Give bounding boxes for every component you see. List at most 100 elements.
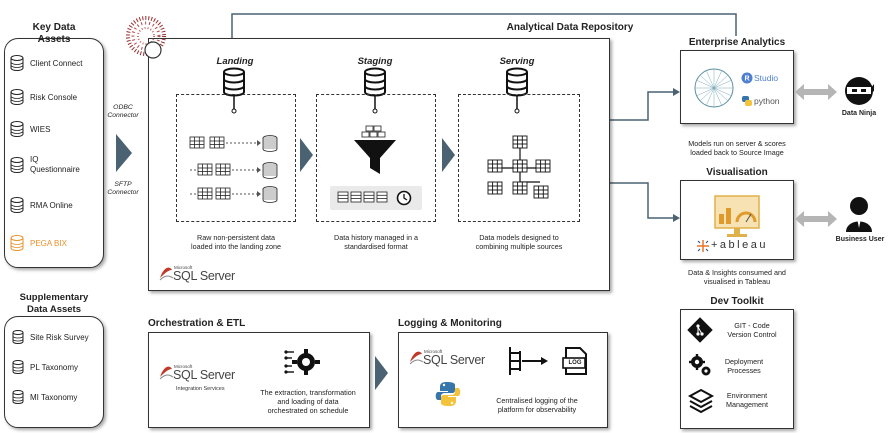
sql-server-small: Microsoft: [174, 265, 193, 270]
asset-site-risk-survey[interactable]: Site Risk Survey: [12, 330, 89, 345]
ingest-arrow-icon: [116, 134, 132, 172]
flow-arrow-icon: [375, 356, 388, 390]
landing-title: Landing: [216, 56, 254, 67]
funnel-icon: [354, 125, 396, 174]
business-user-label: Business User: [835, 236, 885, 243]
dev-toolkit-title: Dev Toolkit: [710, 296, 764, 307]
database-icon: [10, 235, 24, 252]
repository-title: Analytical Data Repository: [506, 22, 634, 33]
staging-database-icon: [364, 67, 386, 114]
flow-arrow-icon: [442, 138, 455, 172]
enterprise-title: Enterprise Analytics: [688, 37, 786, 48]
asset-label: Risk Console: [30, 92, 78, 102]
landing-database-icon: [223, 67, 245, 114]
asset-label: Client Connect: [30, 58, 83, 68]
gears-icon: [689, 354, 711, 376]
serving-database-icon: [506, 67, 528, 114]
asset-label: PL Taxonomy: [30, 362, 79, 372]
sql-server-logo: Microsoft SQL Server: [158, 264, 248, 286]
database-icon: [12, 360, 24, 375]
svg-text:R: R: [745, 76, 750, 83]
git-icon: [687, 317, 713, 343]
key-data-assets-panel: [4, 38, 104, 268]
log-file-icon: [562, 347, 587, 375]
asset-rma-online[interactable]: RMA Online: [10, 197, 73, 214]
serving-title: Serving: [499, 56, 535, 67]
asset-label: Site Risk Survey: [30, 332, 89, 342]
key-data-title-2: Assets: [37, 34, 71, 45]
asset-risk-console[interactable]: Risk Console: [10, 89, 78, 106]
database-icon: [12, 330, 24, 345]
sql-server-small: Microsoft: [424, 349, 443, 354]
star-schema-icon: [487, 135, 551, 199]
key-data-title-1: Key Data: [32, 22, 76, 33]
tableau-label: +ableau: [711, 239, 768, 251]
supp-title-1: Supplementary: [19, 292, 89, 303]
landing-tables-graphic: [189, 135, 278, 203]
sql-server-text: SQL Server: [173, 368, 235, 382]
flow-arrow-icon: [300, 138, 313, 172]
asset-label: WIES: [30, 124, 51, 134]
orchestration-title: Orchestration & ETL: [148, 318, 246, 329]
double-arrow-icon: [795, 84, 837, 100]
network-graph-icon: [694, 68, 734, 108]
double-arrow-icon: [795, 211, 837, 227]
enterprise-panel: [680, 50, 794, 124]
asset-client-connect[interactable]: Client Connect: [10, 55, 83, 72]
sql-server-text: SQL Server: [423, 353, 485, 367]
etl-gear-icon: [284, 349, 320, 375]
sql-server-icon: [159, 366, 174, 380]
asset-pl-taxonomy[interactable]: PL Taxonomy: [12, 360, 79, 375]
supp-title-2: Data Assets: [26, 304, 82, 315]
asset-label: MI Taxonomy: [30, 392, 78, 402]
staging-zone-box: [316, 94, 436, 222]
dashboard-icon: [714, 195, 760, 237]
log-aggregation-icon: [509, 347, 548, 375]
tableau-icon: [697, 240, 709, 252]
sql-server-icon: [409, 351, 424, 365]
asset-label: IQ: [30, 155, 39, 164]
landing-zone-box: [176, 94, 296, 222]
sql-server-small: Microsoft: [174, 364, 193, 369]
integration-services-label: Integration Services: [176, 386, 225, 392]
asset-mi-taxonomy[interactable]: MI Taxonomy: [12, 390, 78, 405]
python-logo-icon: [435, 382, 461, 406]
database-icon: [12, 390, 24, 405]
history-tables-icon: [337, 190, 412, 206]
layers-icon: [687, 388, 715, 414]
asset-iq-questionnaire[interactable]: IQ Questionnaire: [10, 155, 80, 175]
asset-wies[interactable]: WIES: [10, 121, 51, 138]
python-icon: [742, 96, 752, 106]
ssis-logo: Microsoft SQL Server Integration Service…: [158, 363, 248, 397]
asset-pega-bix[interactable]: PEGA BIX: [10, 235, 67, 252]
data-ninja-label: Data Ninja: [841, 110, 877, 117]
python-label: python: [754, 96, 780, 106]
log-label: LOG: [568, 360, 582, 366]
database-icon: [10, 121, 24, 138]
rstudio-icon: R: [741, 72, 753, 84]
asset-label: PEGA BIX: [30, 238, 67, 248]
staging-title: Staging: [357, 56, 393, 67]
scatter-globe-logo: [126, 16, 166, 59]
sql-server-text: SQL Server: [173, 269, 235, 283]
data-ninja-icon: [845, 77, 874, 105]
orchestration-panel: [148, 332, 370, 428]
business-user-icon: [846, 197, 872, 232]
database-icon: [10, 89, 24, 106]
database-icon: [10, 157, 24, 174]
asset-label-2: Questionnaire: [30, 165, 80, 174]
database-icon: [10, 55, 24, 72]
